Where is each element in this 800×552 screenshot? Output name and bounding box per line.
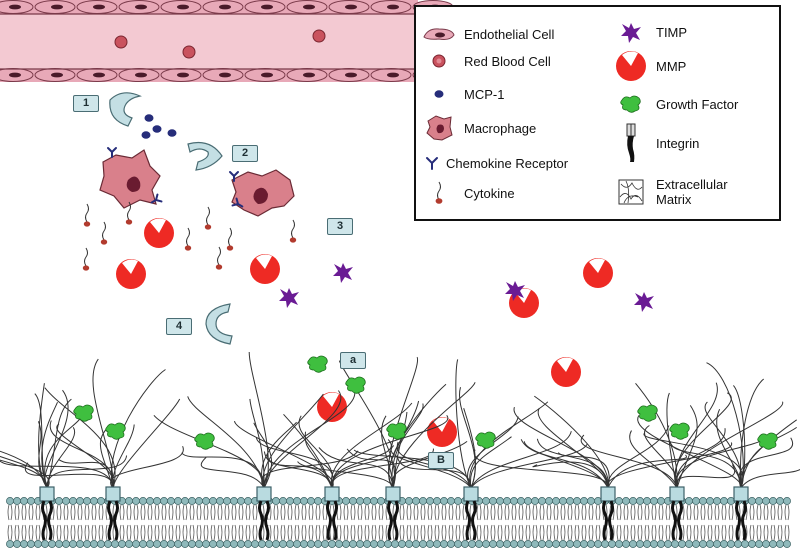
endothelial-cell (34, 0, 76, 14)
endothelial-cell (286, 68, 328, 82)
red-blood-cell (312, 29, 326, 43)
step-label-4: 4 (166, 318, 192, 335)
cytokine-icon (422, 181, 456, 204)
macrophage (99, 147, 163, 209)
step-label-2: 2 (232, 145, 258, 162)
legend-item-endothelial-cell: Endothelial Cell (422, 23, 554, 45)
legend-item-red-blood-cell: Red Blood Cell (422, 50, 551, 72)
step-arrow-1 (109, 92, 142, 127)
extracellular-matrix (0, 351, 800, 489)
legend-label: Macrophage (464, 120, 537, 136)
endothelial-cell (328, 68, 370, 82)
chemokine-receptor-icon (422, 152, 442, 174)
endothelial-cell (370, 0, 412, 14)
legend-box: Endothelial Cell Red Blood Cell MCP-1 Ma… (414, 5, 781, 221)
endothelial-cell (202, 68, 244, 82)
timp-icon (614, 21, 648, 43)
endothelial-cell (244, 0, 286, 14)
step-label-a: a (340, 352, 366, 369)
endothelial-cells-bottom (0, 68, 454, 82)
step-label-b: B (428, 452, 454, 469)
endothelial-cell (0, 0, 34, 14)
legend-item-integrin: Integrin (614, 123, 699, 163)
legend-label: MMP (656, 58, 687, 74)
legend-label: Extracellular Matrix (656, 177, 728, 207)
red-blood-cell-icon (422, 50, 456, 72)
legend-item-extracellular-matrix: Extracellular Matrix (614, 177, 738, 207)
growth-factor-group (73, 355, 778, 450)
integrin (462, 485, 480, 542)
growth-factor-icon (614, 93, 648, 115)
legend-label: Integrin (656, 135, 700, 151)
step-label-1: 1 (73, 95, 99, 112)
step-label-3: 3 (327, 218, 353, 235)
endothelial-cell (328, 0, 370, 14)
legend-item-cytokine: Cytokine (422, 181, 515, 204)
mcp1-icon (422, 83, 456, 105)
macrophage-icon (422, 115, 456, 141)
step-arrow-4 (205, 303, 233, 345)
mmp-icon (614, 51, 648, 81)
red-blood-cell (114, 35, 128, 49)
legend-item-timp: TIMP (614, 21, 687, 43)
integrin-icon (614, 123, 648, 163)
endothelial-cell (34, 68, 76, 82)
step-arrow-2 (187, 141, 223, 171)
macrophage (229, 169, 295, 217)
legend-label: Chemokine Receptor (446, 155, 569, 171)
red-blood-cell (182, 45, 196, 59)
endothelial-cell (286, 0, 328, 14)
endothelial-cell (0, 68, 34, 82)
legend-item-mmp: MMP (614, 51, 687, 81)
endothelial-cell (76, 0, 118, 14)
legend-item-macrophage: Macrophage (422, 115, 537, 141)
endothelial-cell (118, 0, 160, 14)
legend-label: Endothelial Cell (464, 26, 555, 42)
blood-vessel (0, 0, 454, 82)
legend-label: Growth Factor (656, 96, 739, 112)
legend-label: Red Blood Cell (464, 53, 551, 69)
mcp1-cluster (141, 114, 177, 139)
endothelial-cell (76, 68, 118, 82)
legend-label: MCP-1 (464, 86, 505, 102)
extracellular-matrix-icon (614, 179, 648, 205)
endothelial-cell (370, 68, 412, 82)
endothelial-cells-top (0, 0, 454, 14)
endothelial-cell (202, 0, 244, 14)
legend-item-growth-factor: Growth Factor (614, 93, 738, 115)
legend-label: TIMP (656, 24, 688, 40)
legend-label: Cytokine (464, 185, 515, 201)
legend-item-mcp1: MCP-1 (422, 83, 504, 105)
legend-item-chemokine-receptor: Chemokine Receptor (422, 152, 568, 174)
endothelial-cell (244, 68, 286, 82)
endothelial-cell-icon (422, 23, 456, 45)
endothelial-cell (160, 0, 202, 14)
endothelial-cell (118, 68, 160, 82)
endothelial-cell (160, 68, 202, 82)
